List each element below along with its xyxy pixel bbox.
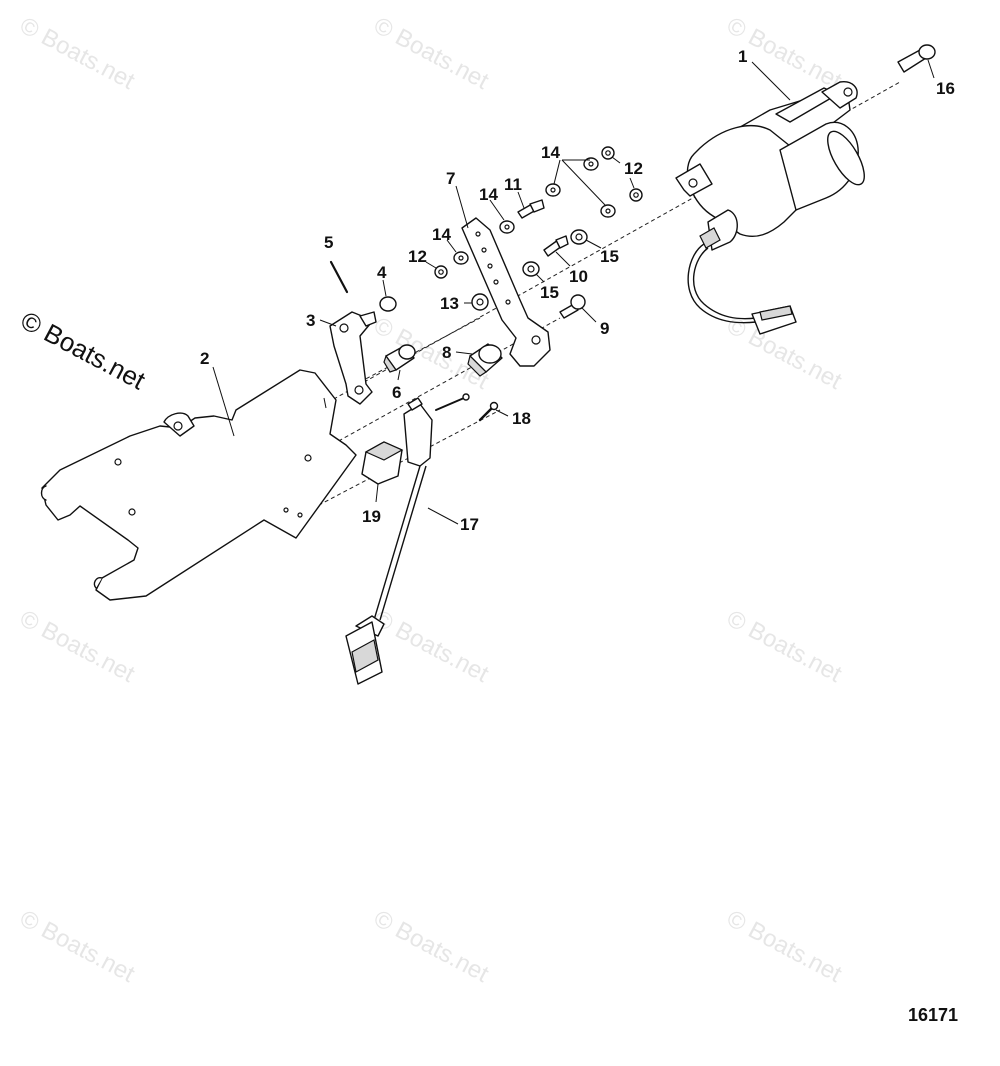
callout-14: 14 <box>432 225 451 244</box>
part-nut <box>434 265 448 279</box>
part-screw <box>478 401 499 422</box>
callout-13: 13 <box>440 294 459 313</box>
callout-14: 14 <box>541 143 560 162</box>
callout-19: 19 <box>362 507 381 526</box>
callout-7: 7 <box>446 169 455 188</box>
callout-10: 10 <box>569 267 588 286</box>
part-pad <box>361 441 404 485</box>
figure-number: 16171 <box>907 1005 958 1025</box>
part-link-arm <box>461 217 551 367</box>
part-washer <box>600 204 616 218</box>
part-nut <box>629 188 643 202</box>
part-bushing-large <box>467 343 503 377</box>
part-sensor-harness <box>345 397 433 685</box>
callout-14: 14 <box>479 185 498 204</box>
callout-4: 4 <box>377 263 387 282</box>
part-nut-13 <box>471 293 489 311</box>
part-nut <box>601 146 615 160</box>
callout-1: 1 <box>738 47 747 66</box>
part-bushing <box>383 344 416 373</box>
callout-15: 15 <box>540 283 559 302</box>
part-bolt-16 <box>897 44 936 73</box>
part-washer <box>453 251 469 265</box>
part-lever <box>329 311 377 405</box>
callout-3: 3 <box>306 311 315 330</box>
part-pin <box>329 260 349 294</box>
part-bracket <box>40 369 357 601</box>
part-washer <box>545 183 561 197</box>
part-shoulder-bolt <box>559 294 586 319</box>
part-washer-15 <box>522 261 540 277</box>
callout-11: 11 <box>504 175 522 194</box>
part-washer <box>583 157 599 171</box>
callout-6: 6 <box>392 383 401 402</box>
callout-12: 12 <box>624 159 643 178</box>
part-washer-15 <box>570 229 588 245</box>
part-screw <box>435 393 470 411</box>
part-washer <box>499 220 515 234</box>
callout-16: 16 <box>936 79 955 98</box>
part-cap <box>379 296 397 312</box>
part-stud-11 <box>517 199 545 219</box>
callout-17: 17 <box>460 515 479 534</box>
part-stud-10 <box>543 235 569 257</box>
callout-9: 9 <box>600 319 609 338</box>
callout-12: 12 <box>408 247 427 266</box>
callout-2: 2 <box>200 349 209 368</box>
axis-line <box>359 317 481 383</box>
part-actuator <box>675 81 865 335</box>
callout-5: 5 <box>324 233 333 252</box>
callout-18: 18 <box>512 409 531 428</box>
callout-15: 15 <box>600 247 619 266</box>
callout-8: 8 <box>442 343 451 362</box>
